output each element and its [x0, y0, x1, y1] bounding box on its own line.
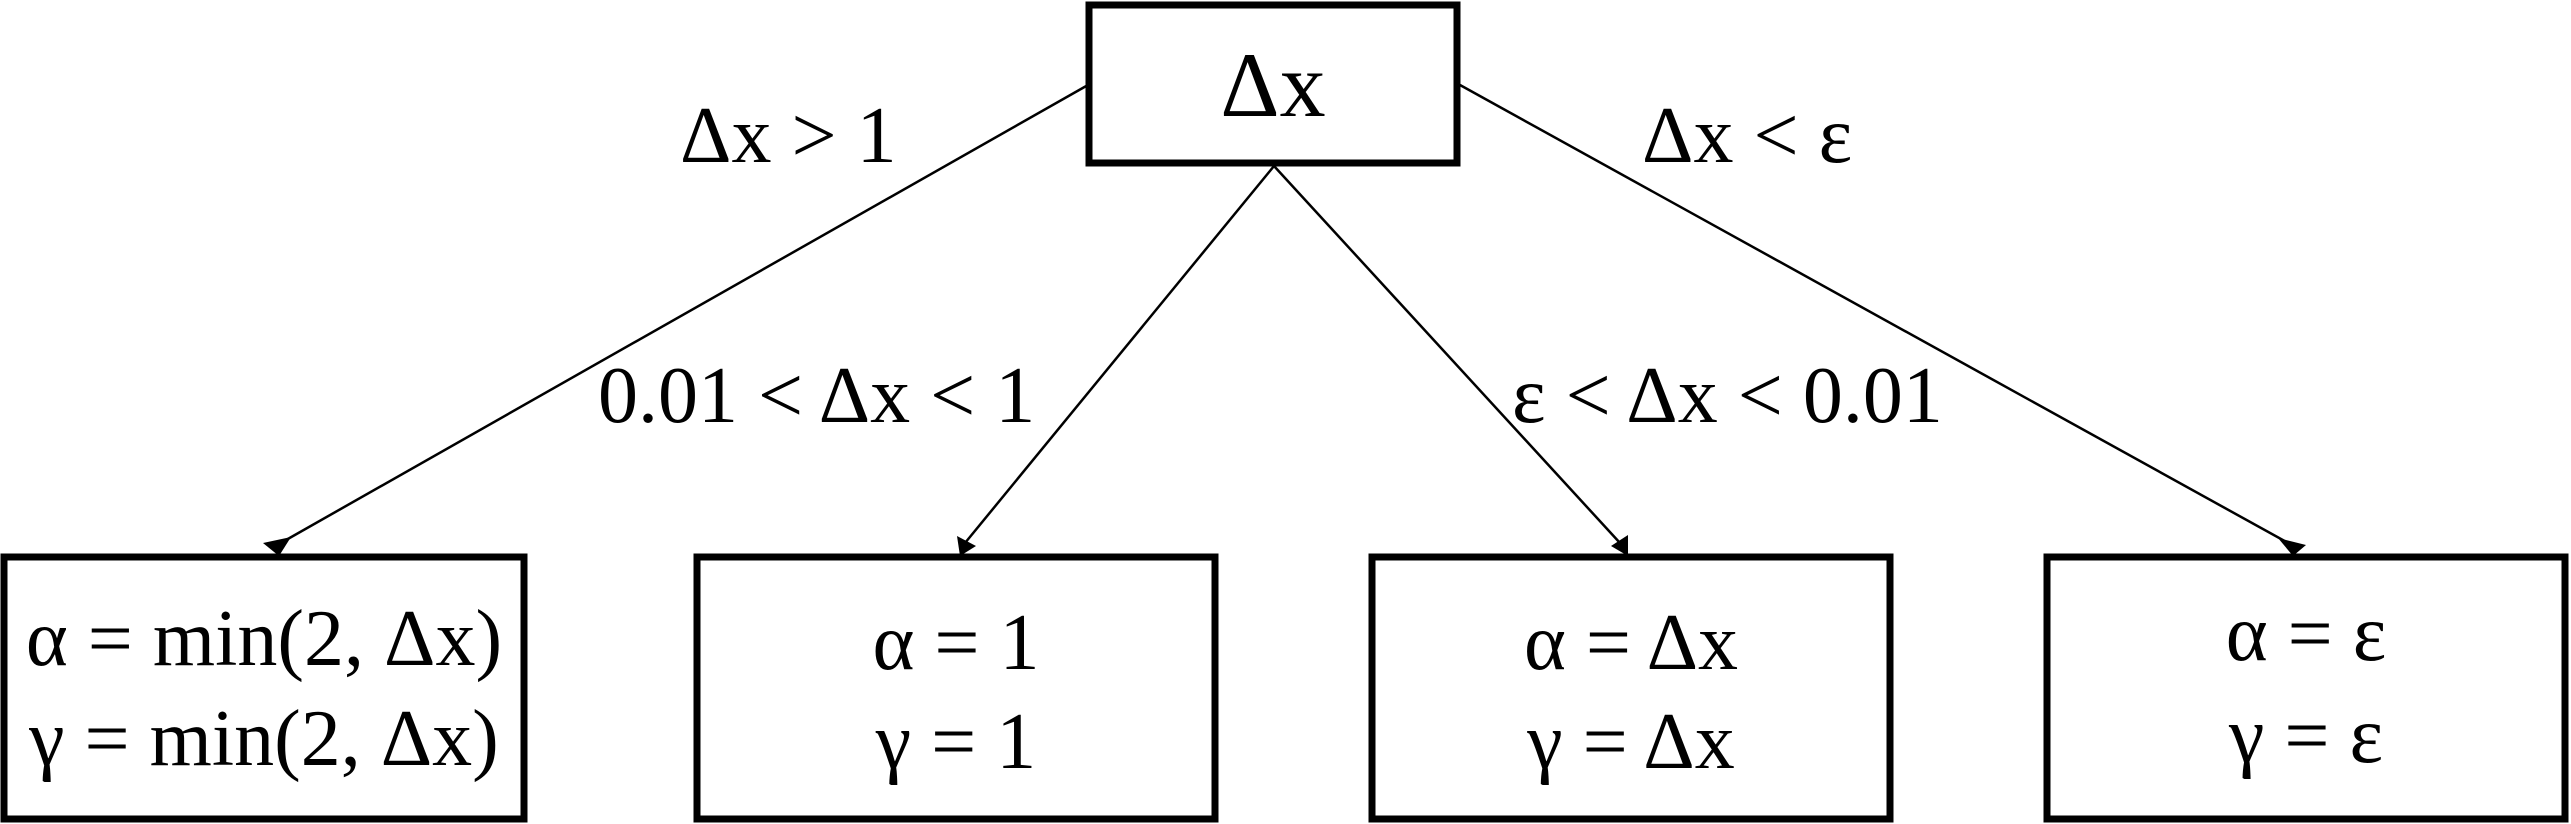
leaf-node-3-alpha: α = Δx: [1524, 599, 1738, 687]
leaf-node-1-box: [0, 553, 528, 823]
leaf-node-1: α = min(2, Δx) γ = min(2, Δx): [0, 553, 528, 823]
edge-1-line: [278, 83, 1089, 546]
leaf-node-1-gamma: γ = min(2, Δx): [28, 695, 499, 783]
edge-2-line: [964, 165, 1275, 544]
leaf-node-1-alpha: α = min(2, Δx): [26, 595, 502, 683]
leaf-node-3-gamma: γ = Δx: [1526, 698, 1735, 786]
root-node-box: [1085, 1, 1461, 167]
edges: [263, 83, 2306, 556]
leaf-node-3-box: [1368, 553, 1894, 823]
leaf-node-2: α = 1 γ = 1: [693, 553, 1219, 823]
edge-4-arrowhead: [2278, 538, 2306, 556]
root-node: Δx: [1085, 1, 1461, 167]
leaf-node-4-box: [2043, 553, 2569, 823]
root-node-label: Δx: [1220, 34, 1325, 136]
leaf-node-4: α = ε γ = ε: [2043, 553, 2569, 823]
leaf-node-2-box: [693, 553, 1219, 823]
leaf-node-4-gamma: γ = ε: [2228, 692, 2383, 780]
leaf-node-2-alpha: α = 1: [872, 599, 1039, 687]
edge-3-arrowhead: [1611, 535, 1628, 556]
edge-2-arrowhead: [957, 536, 976, 556]
edge-1-condition: Δx > 1: [680, 92, 897, 180]
edge-1-arrowhead: [263, 537, 291, 556]
leaf-node-2-gamma: γ = 1: [875, 698, 1036, 786]
edge-2-condition: 0.01 < Δx < 1: [598, 352, 1035, 440]
leaf-node-3: α = Δx γ = Δx: [1368, 553, 1894, 823]
leaf-node-4-alpha: α = ε: [2226, 590, 2387, 678]
edge-4-condition: Δx < ε: [1642, 92, 1852, 180]
edge-3-line: [1273, 165, 1621, 544]
edge-labels: Δx > 1 0.01 < Δx < 1 ε < Δx < 0.01 Δx < …: [598, 92, 1943, 440]
edge-4-line: [1459, 83, 2291, 546]
edge-3-condition: ε < Δx < 0.01: [1512, 352, 1943, 440]
